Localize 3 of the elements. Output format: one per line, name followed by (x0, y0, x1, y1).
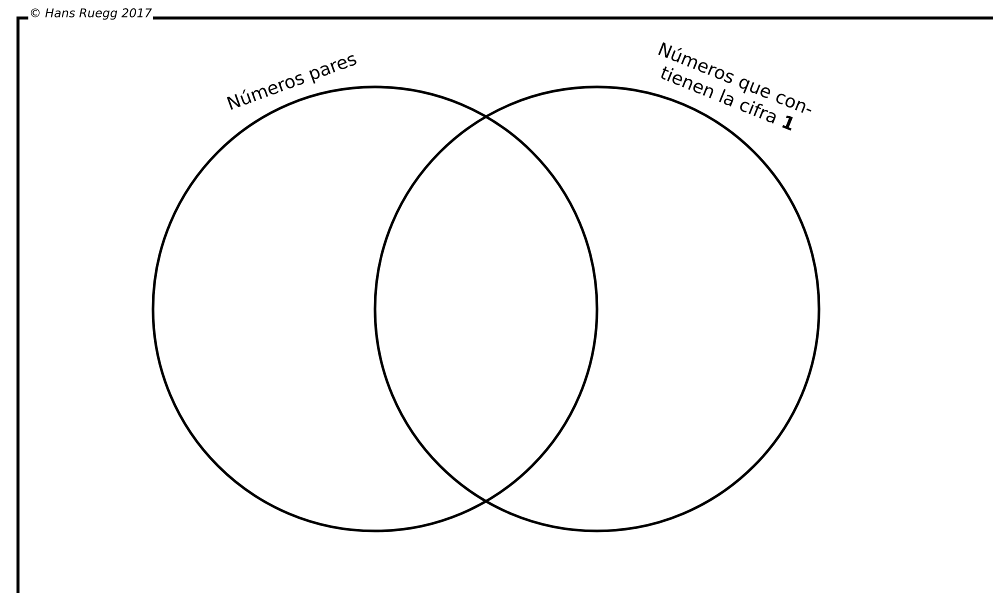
set-circle (152, 55, 598, 532)
copyright-note: © Hans Ruegg 2017 (28, 7, 153, 21)
set-circle (374, 42, 820, 532)
